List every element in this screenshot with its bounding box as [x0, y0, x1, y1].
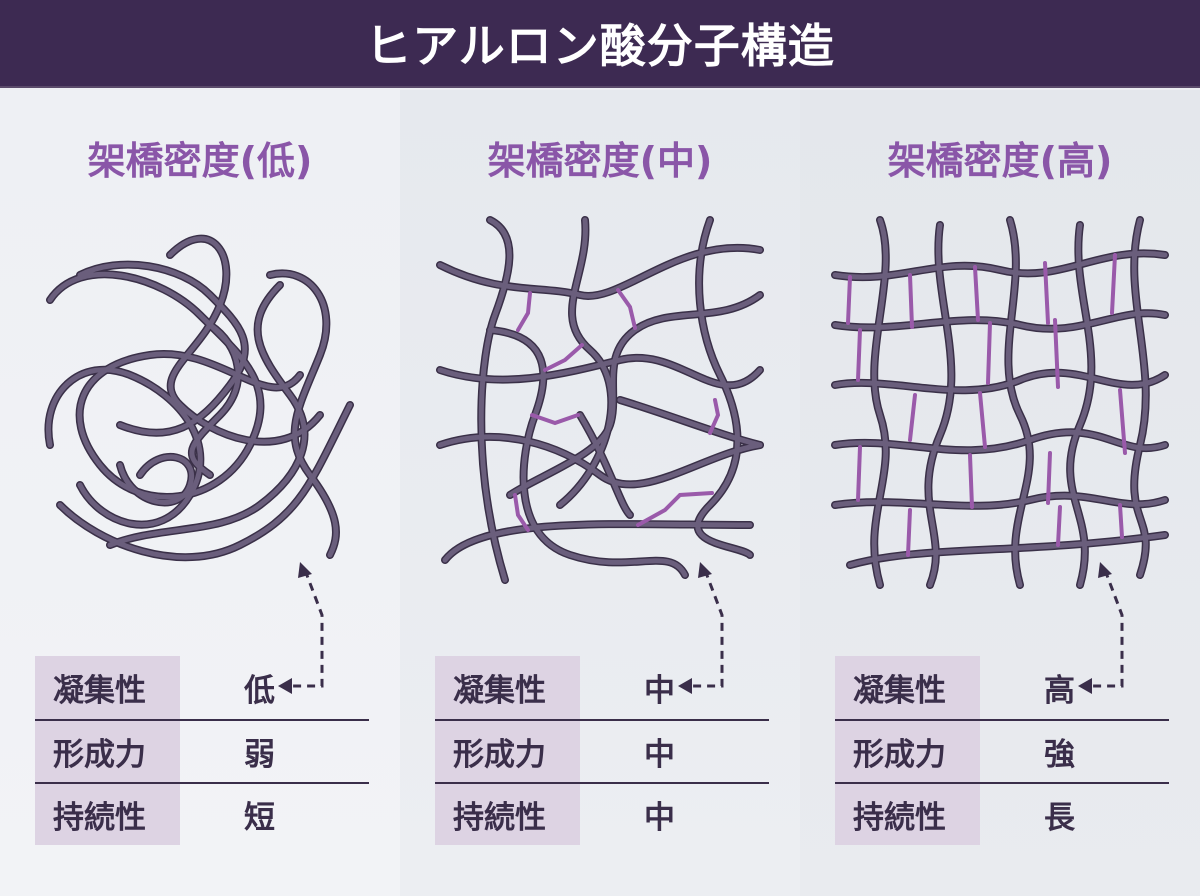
property-label: 形成力 [835, 721, 980, 782]
table-row: 形成力 強 [835, 719, 1169, 782]
property-table: 凝集性 中 形成力 中 持続性 中 [435, 656, 769, 845]
table-row: 持続性 中 [435, 782, 769, 845]
property-value: 中 [644, 673, 675, 709]
page-title: ヒアルロン酸分子構造 [365, 19, 835, 73]
property-table: 凝集性 高 形成力 強 持続性 長 [835, 656, 1169, 845]
table-row: 凝集性 高 [835, 656, 1169, 719]
property-label: 凝集性 [435, 656, 580, 719]
table-row: 凝集性 中 [435, 656, 769, 719]
high-network-diagram [831, 216, 1169, 589]
property-table: 凝集性 低 形成力 弱 持続性 短 [35, 656, 369, 845]
property-value: 短 [244, 800, 275, 836]
property-label: 形成力 [35, 721, 180, 782]
table-row: 凝集性 低 [35, 656, 369, 719]
property-value: 長 [1044, 800, 1075, 836]
title-bar: ヒアルロン酸分子構造 [0, 0, 1200, 88]
property-value: 中 [644, 800, 675, 836]
table-row: 形成力 中 [435, 719, 769, 782]
property-label: 持続性 [835, 784, 980, 845]
dashed-arrow-icon [1078, 562, 1124, 694]
panel-medium-crosslink: 架橋密度(中) [400, 90, 800, 896]
property-label: 凝集性 [35, 656, 180, 719]
property-value: 中 [644, 737, 675, 773]
property-label: 持続性 [435, 784, 580, 845]
panel-title: 架橋密度(低) [87, 139, 313, 183]
property-value: 強 [1044, 737, 1075, 773]
property-value: 弱 [244, 737, 275, 773]
table-row: 持続性 短 [35, 782, 369, 845]
panel-title: 架橋密度(中) [487, 139, 713, 183]
comparison-panels: 架橋密度(低) [0, 90, 1200, 896]
table-row: 持続性 長 [835, 782, 1169, 845]
property-label: 凝集性 [835, 656, 980, 719]
medium-network-diagram [436, 216, 764, 584]
property-value: 高 [1044, 673, 1075, 709]
property-label: 形成力 [435, 721, 580, 782]
panel-high-crosslink: 架橋密度(高) [800, 90, 1200, 896]
dashed-arrow-icon [278, 562, 324, 694]
panel-low-crosslink: 架橋密度(低) [0, 90, 400, 896]
table-row: 形成力 弱 [35, 719, 369, 782]
property-value: 低 [244, 673, 275, 709]
panel-title: 架橋密度(高) [887, 139, 1113, 183]
dashed-arrow-icon [678, 562, 724, 694]
property-label: 持続性 [35, 784, 180, 845]
tangled-chains-diagram [44, 234, 354, 562]
